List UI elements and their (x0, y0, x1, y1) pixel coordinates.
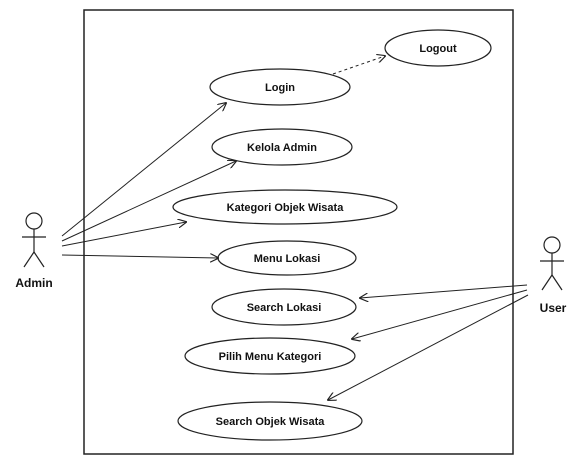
admin-actor-label: Admin (15, 276, 52, 290)
admin-to-login-arrow (61, 103, 226, 237)
user-to-search-objek-wisata-arrow (328, 294, 529, 400)
use-case-logout: Logout (384, 29, 492, 67)
admin-actor-figure (22, 212, 46, 268)
use-case-kelola-admin: Kelola Admin (211, 128, 353, 166)
use-case-login: Login (209, 68, 351, 106)
use-case-search-lokasi-label: Search Lokasi (247, 302, 322, 314)
use-case-pilih-menu-kategori: Pilih Menu Kategori (184, 337, 356, 375)
use-case-login-label: Login (265, 82, 295, 94)
admin-to-kategori-objek-wisata-arrow (61, 222, 186, 247)
use-case-kategori-objek-wisata-label: Kategori Objek Wisata (227, 202, 345, 214)
admin-actor: Admin (15, 212, 53, 290)
use-case-search-objek-wisata: Search Objek Wisata (177, 401, 363, 441)
use-case-menu-lokasi-label: Menu Lokasi (254, 253, 321, 265)
user-actor-figure (540, 236, 564, 291)
system-boundary (83, 9, 514, 455)
admin-to-kelola-admin-arrow (61, 161, 236, 242)
admin-to-menu-lokasi-arrow (61, 255, 218, 258)
use-case-search-objek-wisata-label: Search Objek Wisata (216, 416, 326, 428)
user-to-search-lokasi-arrow (360, 284, 528, 298)
user-actor-label: User (540, 301, 567, 315)
use-case-pilih-menu-kategori-label: Pilih Menu Kategori (219, 351, 322, 363)
use-case-kategori-objek-wisata: Kategori Objek Wisata (172, 189, 398, 225)
use-case-kelola-admin-label: Kelola Admin (247, 142, 317, 154)
use-case-logout-label: Logout (419, 43, 457, 55)
use-case-search-lokasi: Search Lokasi (211, 288, 357, 326)
login-to-logout-dashed-arrow (332, 56, 385, 75)
user-to-pilih-menu-kategori-arrow (352, 289, 528, 339)
user-actor: User (540, 236, 567, 315)
use-case-menu-lokasi: Menu Lokasi (217, 240, 357, 276)
